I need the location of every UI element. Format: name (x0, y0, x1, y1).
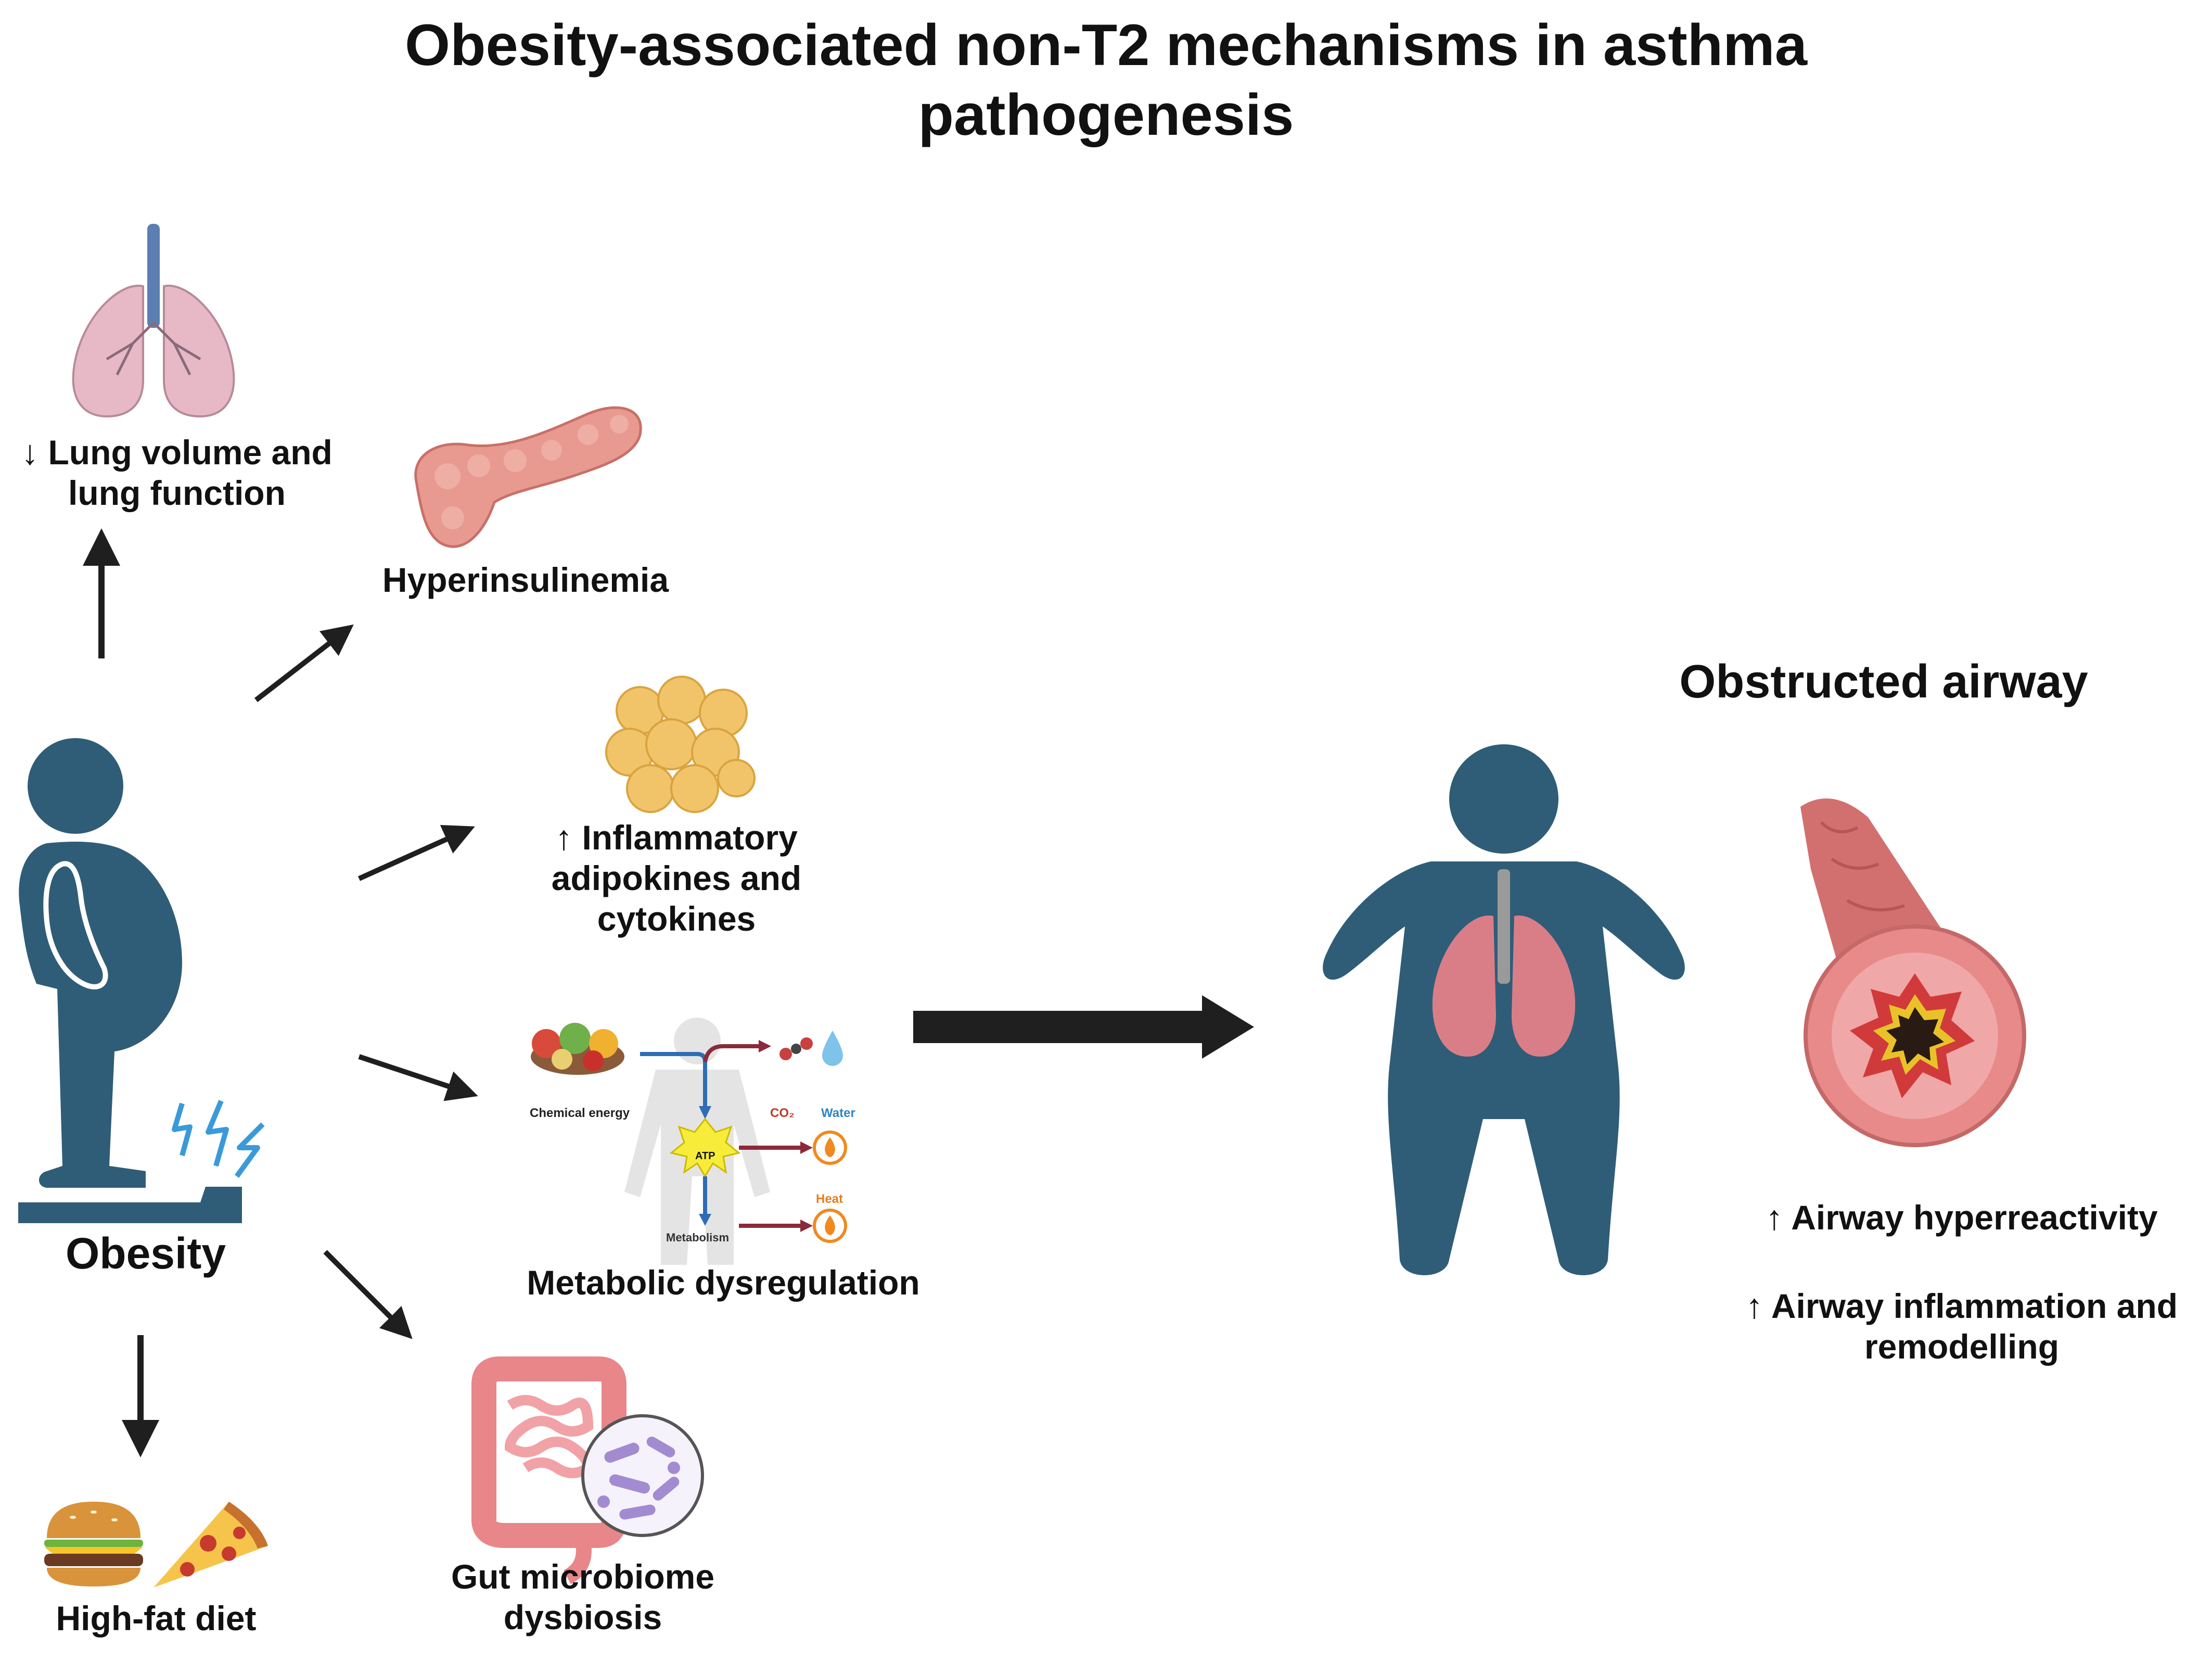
obese-person-icon (19, 738, 182, 1188)
airway-inflammation-label: ↑ Airway inflammation and remodelling (1745, 1287, 2178, 1366)
page-title: Obesity-associated non-T2 mechanisms in … (0, 10, 2212, 150)
lightning-icon (172, 1100, 265, 1178)
burger-icon (44, 1502, 143, 1586)
title-line-2: pathogenesis (918, 82, 1294, 147)
atp-label: ATP (695, 1150, 715, 1162)
airway-hyperreactivity-label: ↑ Airway hyperreactivity (1766, 1198, 2158, 1237)
arrow-to-hyperinsulinemia (254, 624, 354, 702)
arrow-to-adipokines (357, 825, 475, 881)
scale-icon (18, 1187, 242, 1223)
lungs-icon (72, 224, 235, 418)
metabolic-label: Metabolic dysregulation (527, 1263, 920, 1302)
metabolism-icon (531, 1018, 847, 1265)
chemical-energy-label: Chemical energy (530, 1106, 630, 1120)
title-line-1: Obesity-associated non-T2 mechanisms in … (404, 12, 1808, 78)
bacteria-icon (581, 1414, 704, 1537)
heat-label: Heat (816, 1192, 843, 1206)
airway-icon (1800, 798, 2026, 1147)
pizza-icon (154, 1502, 268, 1588)
obstructed-airway-heading: Obstructed airway (1679, 656, 2088, 708)
obesity-label: Obesity (65, 1229, 226, 1278)
arrow-to-gut (323, 1250, 413, 1339)
diet-label: High-fat diet (56, 1599, 257, 1637)
co2-label: CO₂ (770, 1106, 795, 1120)
main-arrow (913, 995, 1254, 1059)
adipokines-label: ↑ Inflammatory adipokines and cytokines (551, 818, 802, 938)
gut-label: Gut microbiome dysbiosis (451, 1557, 715, 1636)
fat-cells-icon (605, 676, 756, 813)
arrow-to-metabolic (358, 1054, 478, 1101)
hyperinsulinemia-label: Hyperinsulinemia (382, 561, 669, 599)
lung-function-label: ↓ Lung volume and lung function (21, 433, 333, 512)
obese-person-lungs-icon (1323, 744, 1685, 1275)
metabolism-label: Metabolism (666, 1231, 730, 1244)
pancreas-icon (414, 406, 642, 548)
water-label: Water (821, 1106, 855, 1120)
